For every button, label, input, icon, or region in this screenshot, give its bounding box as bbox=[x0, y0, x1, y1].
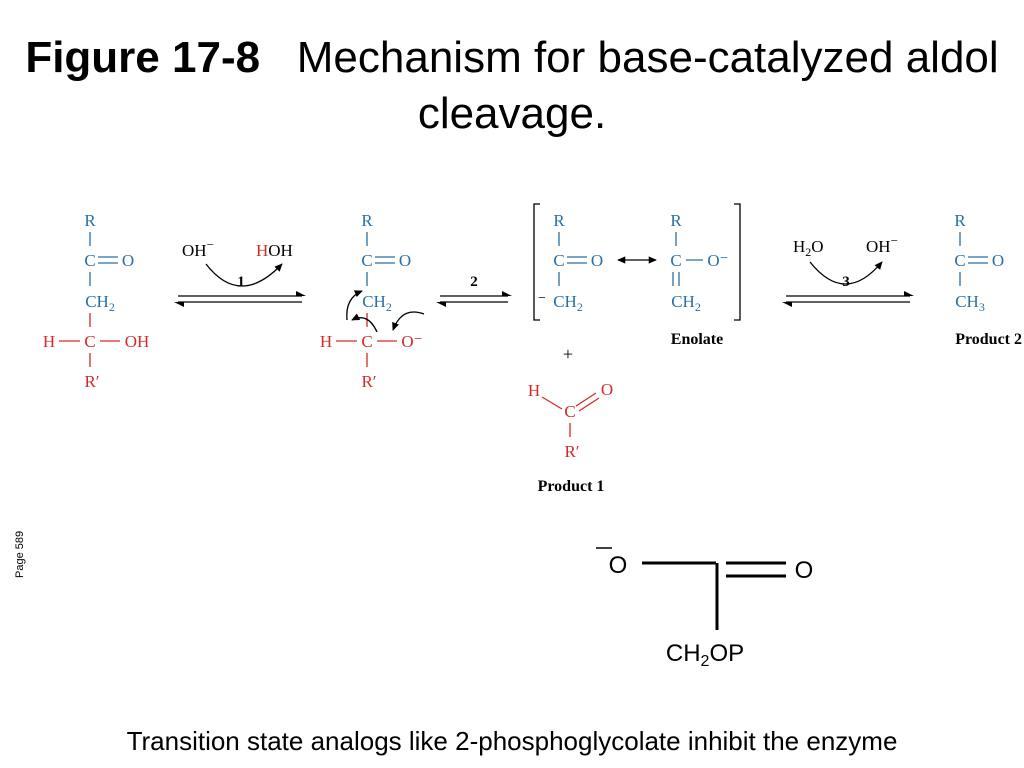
equilibrium-arrowhead bbox=[502, 291, 512, 296]
analog-o-right: O bbox=[795, 557, 814, 584]
left-bracket bbox=[533, 203, 540, 321]
step-2: 2 bbox=[436, 274, 512, 307]
caption: Transition state analogs like 2-phosphog… bbox=[126, 726, 898, 756]
product1-c: C bbox=[564, 402, 575, 421]
enolate-a-c: C bbox=[553, 251, 564, 270]
step1-curved-arrow bbox=[205, 263, 283, 287]
step3-curved-arrow bbox=[809, 261, 883, 285]
product-1: + H C O R′ Product 1 bbox=[528, 344, 613, 495]
page-label: Page 589 bbox=[14, 530, 26, 578]
enolate-b-c: C bbox=[670, 251, 681, 270]
aldol-h: H bbox=[43, 332, 55, 351]
equilibrium-arrowhead bbox=[296, 291, 306, 296]
product2-label: Product 2 bbox=[955, 331, 1022, 348]
step-3: H2O OH− 3 bbox=[782, 233, 914, 307]
aldol-rprime: R′ bbox=[84, 372, 99, 391]
analog-ch2op: CH2OP bbox=[666, 640, 744, 670]
step-1: OH− HOH 1 bbox=[174, 237, 306, 307]
aldol-structure: R C O CH2 H C OH R′ bbox=[43, 211, 149, 391]
enolate-a-o: O bbox=[591, 251, 603, 270]
electron-push-arrow bbox=[351, 313, 378, 333]
product2-ch3: CH3 bbox=[955, 292, 985, 314]
step3-reagent: H2O bbox=[793, 237, 824, 259]
step3-number: 3 bbox=[842, 274, 850, 290]
product1-h: H bbox=[528, 381, 540, 400]
phosphoglycolate-structure: O O CH2OP bbox=[596, 547, 814, 670]
alkoxide-ominus: O⁻ bbox=[401, 332, 422, 351]
alkoxide-h: H bbox=[320, 332, 332, 351]
alkoxide-c1: C bbox=[361, 251, 372, 270]
product1-double-bond bbox=[575, 392, 597, 407]
product1-double-bond bbox=[578, 397, 600, 412]
aldol-oh: OH bbox=[125, 332, 150, 351]
alkoxide-o: O bbox=[399, 251, 411, 270]
enolate-b-ch2: CH2 bbox=[671, 292, 701, 314]
enolate-a-ch2: CH2 bbox=[553, 292, 583, 314]
enolate-a-r: R bbox=[553, 211, 565, 230]
mechanism-scheme: R C O CH2 H C OH R′ OH− HOH 1 R C O CH2 bbox=[43, 203, 1022, 495]
enolate-resonance: R C O − CH2 R C O⁻ CH2 Enolate bbox=[533, 203, 741, 348]
step1-reagent: OH− bbox=[182, 237, 214, 260]
step1-number: 1 bbox=[237, 274, 245, 290]
aldol-ch2: CH2 bbox=[85, 292, 115, 314]
step3-product: OH− bbox=[866, 233, 898, 256]
product1-o: O bbox=[601, 380, 613, 399]
enolate-label: Enolate bbox=[671, 331, 723, 348]
enolate-b-r: R bbox=[670, 211, 682, 230]
aldol-o: O bbox=[122, 251, 134, 270]
figure-number: Figure 17-8 bbox=[25, 33, 261, 82]
product-2: R C O CH3 Product 2 bbox=[954, 211, 1022, 348]
electron-push-arrow bbox=[392, 311, 425, 331]
product2-c: C bbox=[954, 251, 965, 270]
plus-sign: + bbox=[563, 344, 573, 364]
product2-r: R bbox=[954, 211, 966, 230]
alkoxide-c2: C bbox=[361, 332, 372, 351]
alkoxide-r: R bbox=[361, 211, 373, 230]
alkoxide-rprime: R′ bbox=[361, 372, 376, 391]
aldol-c2: C bbox=[84, 332, 95, 351]
equilibrium-arrowhead bbox=[436, 302, 446, 307]
equilibrium-arrowhead bbox=[174, 302, 184, 307]
step1-hoh: HOH bbox=[256, 241, 293, 260]
enolate-a-charge: − bbox=[538, 291, 546, 306]
enolate-b-ominus: O⁻ bbox=[707, 251, 728, 270]
alkoxide-ch2: CH2 bbox=[362, 292, 392, 314]
equilibrium-arrowhead bbox=[782, 302, 792, 307]
aldol-r: R bbox=[84, 211, 96, 230]
product1-rprime: R′ bbox=[564, 442, 579, 461]
electron-push-arrow bbox=[346, 290, 363, 321]
aldol-c1: C bbox=[84, 251, 95, 270]
step2-number: 2 bbox=[470, 274, 478, 290]
slide-title: Figure 17-8 Mechanism for base-catalyzed… bbox=[0, 30, 1024, 142]
figure-title: Mechanism for base-catalyzed aldol cleav… bbox=[296, 33, 999, 138]
analog-o-left: O bbox=[609, 552, 628, 579]
right-bracket bbox=[734, 203, 741, 321]
product2-o: O bbox=[992, 251, 1004, 270]
equilibrium-arrowhead bbox=[904, 291, 914, 296]
alkoxide-structure: R C O CH2 H C O⁻ R′ bbox=[320, 211, 425, 391]
product1-label: Product 1 bbox=[538, 478, 605, 495]
product1-bond bbox=[541, 396, 563, 410]
